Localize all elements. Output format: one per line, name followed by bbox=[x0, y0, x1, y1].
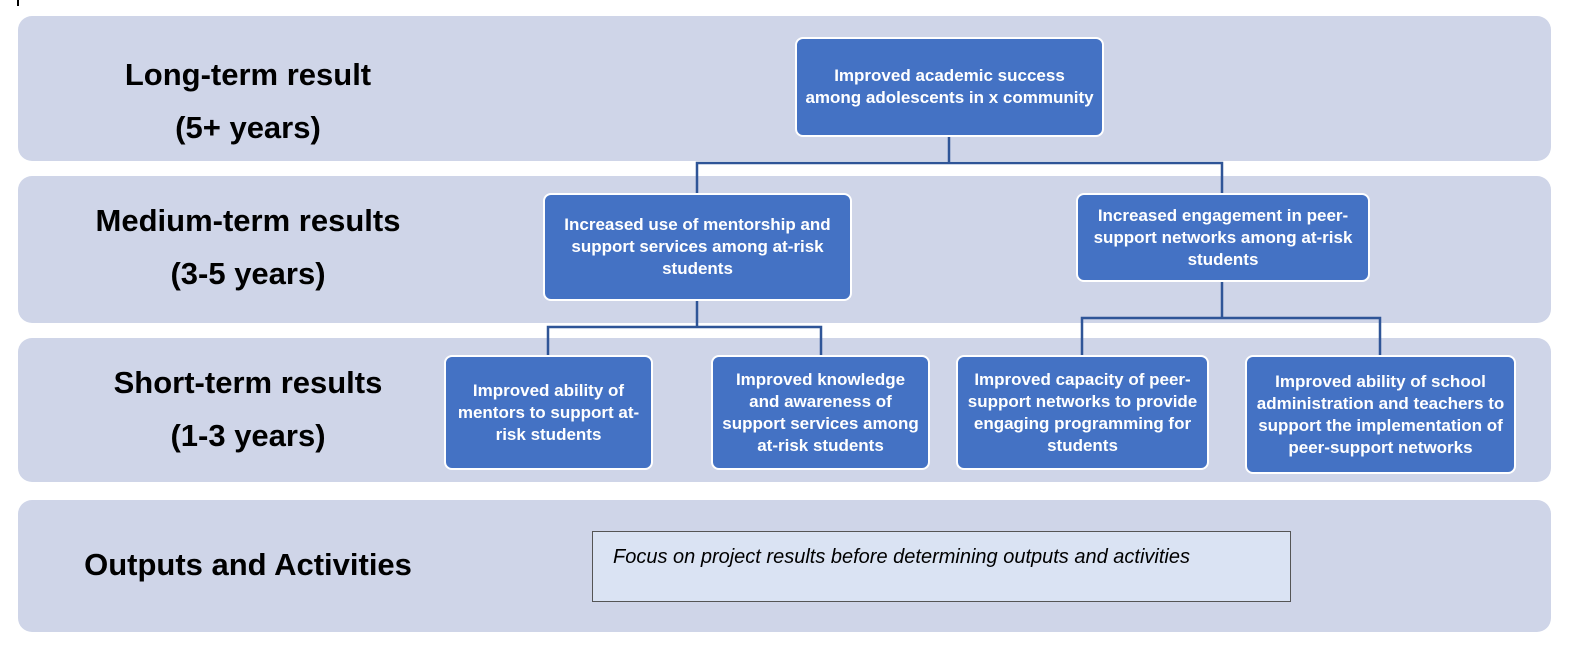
short-term-period: (1-3 years) bbox=[170, 418, 326, 453]
connector-medium2-to-short bbox=[1080, 316, 1382, 356]
medium-term-title: Medium-term results bbox=[95, 203, 401, 238]
medium-result-box-1: Increased use of mentorship and support … bbox=[543, 193, 852, 301]
long-term-period: (5+ years) bbox=[175, 110, 321, 145]
long-term-band: Long-term result (5+ years) bbox=[18, 16, 1551, 161]
short-result-box-3: Improved capacity of peer-support networ… bbox=[956, 355, 1209, 470]
short-result-box-2: Improved knowledge and awareness of supp… bbox=[711, 355, 930, 470]
long-term-title: Long-term result bbox=[124, 57, 372, 92]
connector-long-to-medium bbox=[695, 161, 1224, 194]
short-result-box-4: Improved ability of school administratio… bbox=[1245, 355, 1516, 474]
outputs-title: Outputs and Activities bbox=[84, 547, 412, 582]
medium-term-period: (3-5 years) bbox=[170, 256, 326, 291]
short-result-box-1: Improved ability of mentors to support a… bbox=[444, 355, 653, 470]
short-term-title: Short-term results bbox=[113, 365, 383, 400]
long-term-result-box: Improved academic success among adolesce… bbox=[795, 37, 1104, 137]
medium-result-box-2: Increased engagement in peer-support net… bbox=[1076, 193, 1370, 282]
edge-mark bbox=[17, 0, 19, 6]
connector-medium1-to-short bbox=[546, 325, 823, 356]
outputs-note: Focus on project results before determin… bbox=[592, 531, 1291, 602]
